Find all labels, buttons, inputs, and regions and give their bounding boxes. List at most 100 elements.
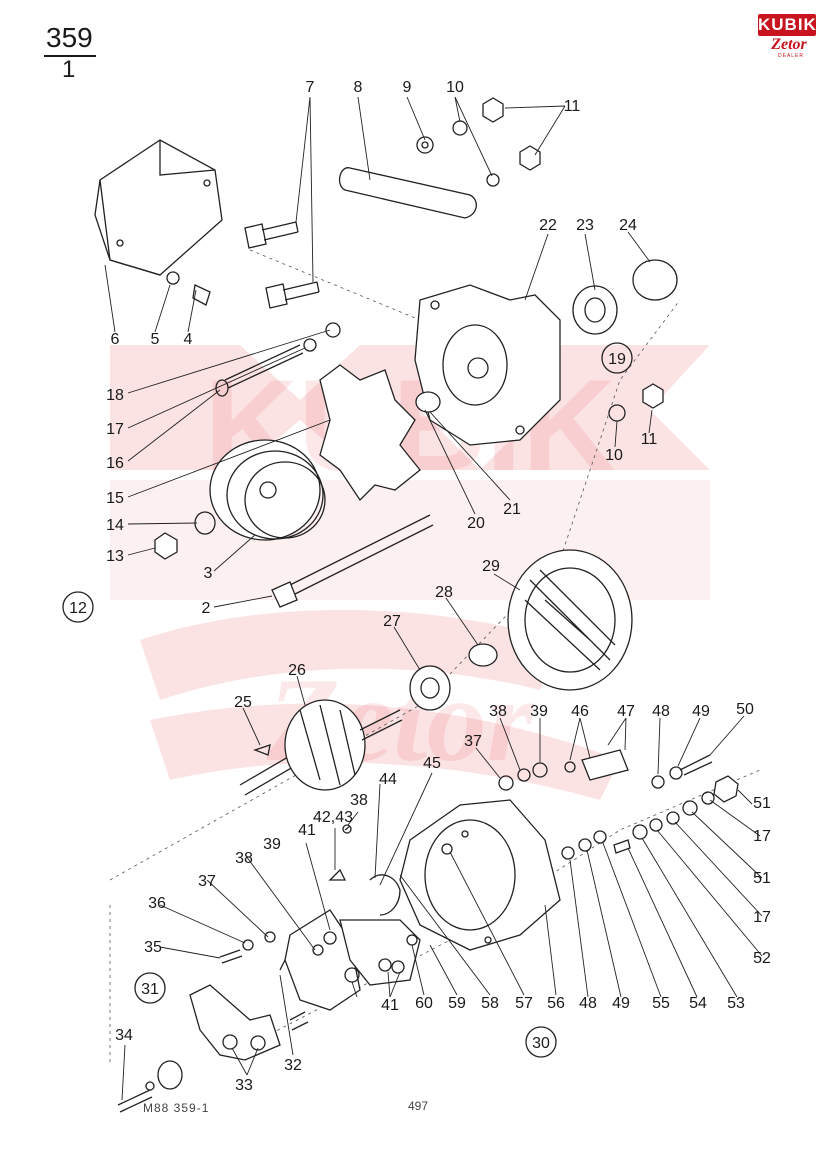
group-12-label: 12 bbox=[69, 600, 87, 617]
watermark-swoosh-2 bbox=[150, 703, 620, 800]
part-55-rear-housing bbox=[399, 799, 561, 951]
page-sub-number: 1 bbox=[62, 56, 76, 83]
label-part-21: 21 bbox=[503, 501, 521, 518]
group-31-label: 31 bbox=[141, 981, 159, 998]
part-26-rotor bbox=[239, 699, 403, 796]
label-part-10-top: 10 bbox=[446, 79, 464, 96]
label-part-25: 25 bbox=[234, 694, 252, 711]
label-part-47-bottom: 48 bbox=[579, 995, 597, 1012]
group-30-circle bbox=[525, 1026, 557, 1058]
label-part-37-left: 37 bbox=[198, 873, 216, 890]
label-part-24: 24 bbox=[619, 217, 637, 234]
watermark-swoosh-1 bbox=[140, 610, 560, 700]
label-part-51: 52 bbox=[753, 950, 771, 967]
catalog-page-index: 497 bbox=[408, 1099, 429, 1113]
label-part-54: 55 bbox=[652, 995, 670, 1012]
label-part-20: 20 bbox=[467, 515, 485, 532]
part-22-front-housing bbox=[414, 284, 561, 446]
part-21-spacer bbox=[415, 391, 441, 413]
part-28-washer bbox=[468, 643, 498, 667]
label-part-10-right: 10 bbox=[605, 447, 623, 464]
label-part-17-left: 17 bbox=[106, 421, 124, 438]
label-part-48-top: 49 bbox=[692, 703, 710, 720]
page-number-divider bbox=[44, 55, 96, 57]
label-part-23: 23 bbox=[576, 217, 594, 234]
label-part-48-bottom: 49 bbox=[612, 995, 630, 1012]
label-part-8: 8 bbox=[354, 79, 363, 96]
part-2-through-bolt bbox=[271, 514, 434, 608]
label-part-16: 16 bbox=[106, 455, 124, 472]
logo-brand-small: DEALER bbox=[778, 53, 805, 59]
part-23-bearing bbox=[572, 285, 618, 335]
label-part-40-top: 41 bbox=[298, 822, 316, 839]
part-9-11-hardware bbox=[416, 97, 541, 187]
label-part-38-mid: 38 bbox=[350, 792, 368, 809]
part-15-fan bbox=[319, 364, 421, 502]
leader-lines bbox=[104, 96, 763, 1101]
label-part-56: 57 bbox=[515, 995, 533, 1012]
label-part-40-bottom: 41 bbox=[381, 997, 399, 1014]
group-31-circle bbox=[134, 972, 166, 1004]
label-part-14: 14 bbox=[106, 517, 124, 534]
label-part-2: 2 bbox=[202, 600, 211, 617]
label-part-38-right: 38 bbox=[489, 703, 507, 720]
label-part-55: 56 bbox=[547, 995, 565, 1012]
group-12-circle bbox=[62, 591, 94, 623]
label-part-36: 36 bbox=[148, 895, 166, 912]
brand-logo: KUBIK Zetor DEALER bbox=[758, 14, 816, 60]
part-5-nut bbox=[166, 271, 180, 285]
part-3-pulley bbox=[209, 439, 326, 541]
part-11-nut bbox=[642, 383, 664, 409]
label-part-32: 32 bbox=[284, 1057, 302, 1074]
label-part-47-top: 48 bbox=[652, 703, 670, 720]
label-part-11-right: 11 bbox=[641, 431, 658, 448]
group-callouts: 12 19 30 31 bbox=[62, 342, 633, 1058]
group-19-label: 19 bbox=[608, 351, 626, 368]
parts-16-18 bbox=[215, 322, 341, 397]
label-part-50-top: 51 bbox=[753, 795, 771, 812]
part-24-plate bbox=[632, 259, 678, 301]
group-30-label: 30 bbox=[532, 1035, 550, 1052]
label-part-27: 27 bbox=[383, 613, 401, 630]
label-part-7: 7 bbox=[306, 79, 315, 96]
label-part-34: 34 bbox=[115, 1027, 133, 1044]
part-13-nut bbox=[154, 532, 178, 560]
group-19-circle bbox=[601, 342, 633, 374]
label-part-15: 15 bbox=[106, 490, 124, 507]
label-part-53: 54 bbox=[689, 995, 707, 1012]
label-part-37-right: 37 bbox=[464, 733, 482, 750]
label-part-38-left: 38 bbox=[235, 850, 253, 867]
label-part-26: 26 bbox=[288, 662, 306, 679]
label-part-57: 58 bbox=[481, 995, 499, 1012]
label-part-17-right-bottom: 17 bbox=[753, 909, 771, 926]
label-part-44: 45 bbox=[423, 755, 441, 772]
part-7-bolts bbox=[244, 221, 320, 309]
label-part-18: 18 bbox=[106, 387, 124, 404]
guide-upper-axis bbox=[249, 249, 421, 321]
label-part-59: 60 bbox=[415, 995, 433, 1012]
label-part-46: 47 bbox=[617, 703, 635, 720]
label-part-4: 4 bbox=[184, 331, 193, 348]
part-4-screw bbox=[192, 284, 211, 306]
part-29-stator bbox=[507, 549, 633, 691]
drawing-code: M88 359-1 bbox=[143, 1101, 210, 1115]
right-hardware-row bbox=[498, 749, 739, 860]
label-part-5: 5 bbox=[151, 331, 160, 348]
logo-brand-top: KUBIK bbox=[758, 14, 817, 36]
label-part-6: 6 bbox=[111, 331, 120, 348]
label-part-29: 29 bbox=[482, 558, 500, 575]
part-8-bracket bbox=[338, 167, 477, 219]
part-27-bearing bbox=[409, 665, 451, 711]
label-part-42-43: 44 bbox=[379, 771, 397, 788]
label-part-3: 3 bbox=[204, 565, 213, 582]
part-30-31-regulator-assembly bbox=[117, 824, 421, 1113]
label-part-39-left: 39 bbox=[263, 836, 281, 853]
label-part-49: 50 bbox=[736, 701, 754, 718]
logo-brand-bottom: Zetor bbox=[771, 36, 807, 53]
label-part-11-top: 11 bbox=[564, 98, 581, 115]
label-part-33: 33 bbox=[235, 1077, 253, 1094]
page-number: 359 bbox=[46, 22, 93, 53]
label-part-50-bottom: 51 bbox=[753, 870, 771, 887]
label-part-41: 42,43 bbox=[313, 809, 353, 826]
